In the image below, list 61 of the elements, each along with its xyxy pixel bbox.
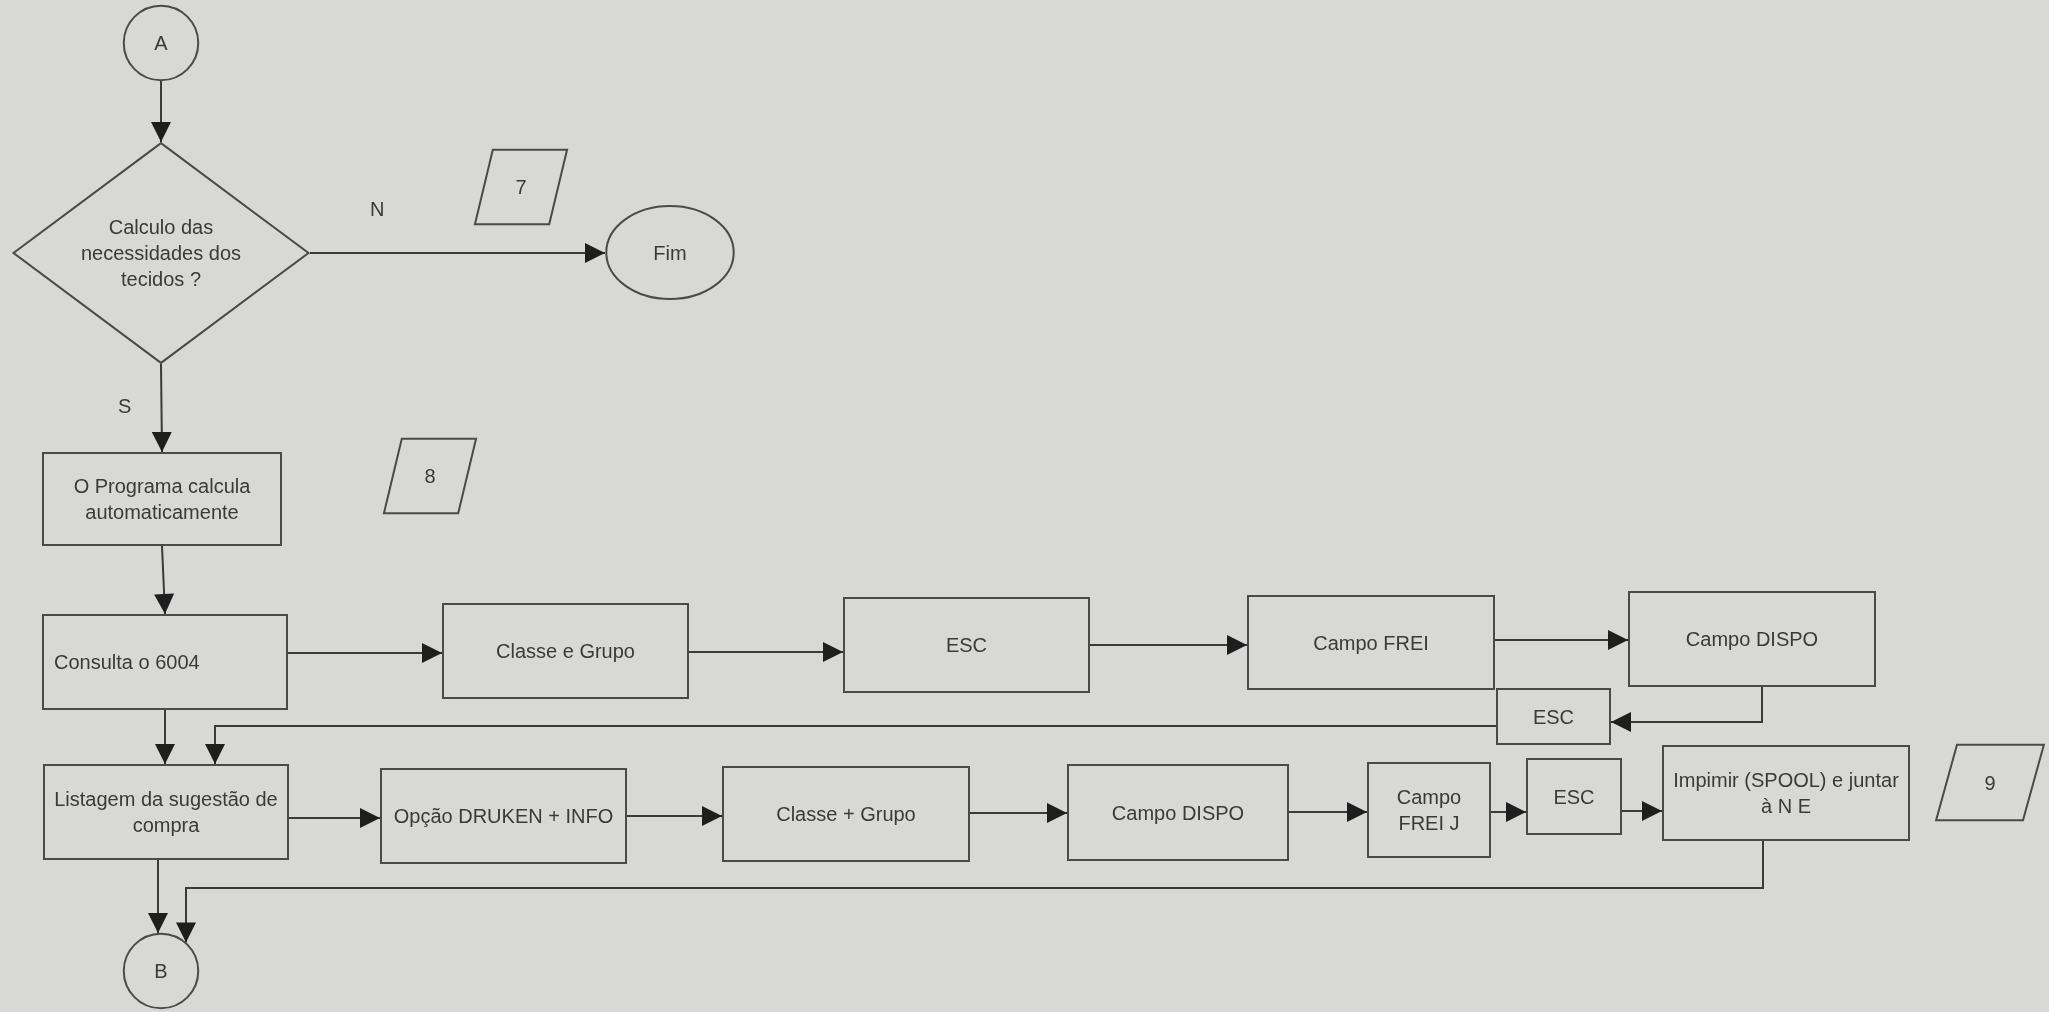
arrow bbox=[1610, 686, 1763, 732]
connector-circle bbox=[123, 5, 199, 81]
node-text: O Programa calcula automaticamente bbox=[72, 474, 252, 525]
process-box bbox=[442, 603, 689, 699]
node-text: Impimir (SPOOL) e juntar à N E bbox=[1672, 768, 1900, 819]
data-parallelogram bbox=[474, 149, 568, 225]
process-box bbox=[722, 766, 970, 862]
node-text: Campo DISPO bbox=[1685, 627, 1819, 652]
arrow bbox=[1621, 801, 1663, 821]
node-text: Campo DISPO bbox=[1111, 800, 1245, 826]
node-text: 9 bbox=[1984, 770, 1996, 796]
data-parallelogram bbox=[1935, 744, 2045, 821]
arrow bbox=[151, 80, 171, 143]
node-text: Fim bbox=[653, 240, 687, 266]
arrow bbox=[154, 545, 175, 615]
process-box bbox=[42, 452, 282, 546]
connector-circle bbox=[123, 933, 199, 1009]
process-box bbox=[1496, 688, 1611, 745]
arrow bbox=[1089, 635, 1248, 655]
node-text: Classe e Grupo bbox=[496, 639, 635, 664]
node-text: Opção DRUKEN + INFO bbox=[393, 804, 614, 829]
process-box bbox=[1662, 745, 1910, 841]
arrow bbox=[309, 243, 606, 263]
data-parallelogram bbox=[383, 438, 477, 514]
process-box bbox=[1367, 762, 1491, 858]
node-text: B bbox=[154, 959, 168, 984]
arrow bbox=[688, 642, 844, 662]
node-text: ESC bbox=[1532, 704, 1575, 730]
process-box bbox=[42, 614, 288, 710]
terminal-ellipse bbox=[605, 205, 735, 300]
node-text: ESC bbox=[945, 633, 988, 658]
arrow bbox=[288, 808, 381, 828]
arrow bbox=[205, 725, 1497, 765]
process-box bbox=[1247, 595, 1495, 690]
arrow bbox=[176, 840, 1764, 944]
node-text: Campo FREI J bbox=[1395, 785, 1463, 836]
decision-diamond bbox=[12, 142, 310, 364]
process-box bbox=[43, 764, 289, 860]
process-box bbox=[1526, 758, 1622, 835]
node-text: 7 bbox=[515, 175, 527, 200]
arrow bbox=[148, 859, 168, 934]
arrow bbox=[969, 803, 1068, 823]
node-text: Classe + Grupo bbox=[776, 802, 916, 827]
node-text: Listagem da sugestão de compra bbox=[53, 787, 279, 838]
process-box bbox=[843, 597, 1090, 693]
process-box bbox=[380, 768, 627, 864]
arrow bbox=[1288, 802, 1368, 822]
node-text: Calculo das necessidades dos tecidos ? bbox=[79, 215, 243, 292]
arrow bbox=[1494, 630, 1629, 650]
node-text: A bbox=[154, 31, 168, 56]
process-box bbox=[1067, 764, 1289, 861]
arrow bbox=[626, 806, 723, 826]
arrow bbox=[155, 709, 175, 765]
node-text: 8 bbox=[424, 464, 436, 489]
node-text: Consulta o 6004 bbox=[54, 650, 200, 675]
node-text: ESC bbox=[1553, 784, 1595, 810]
process-box bbox=[1628, 591, 1876, 687]
node-text: Campo FREI bbox=[1313, 630, 1429, 656]
arrow bbox=[151, 363, 172, 453]
arrow bbox=[1490, 802, 1527, 822]
arrow bbox=[287, 643, 443, 663]
